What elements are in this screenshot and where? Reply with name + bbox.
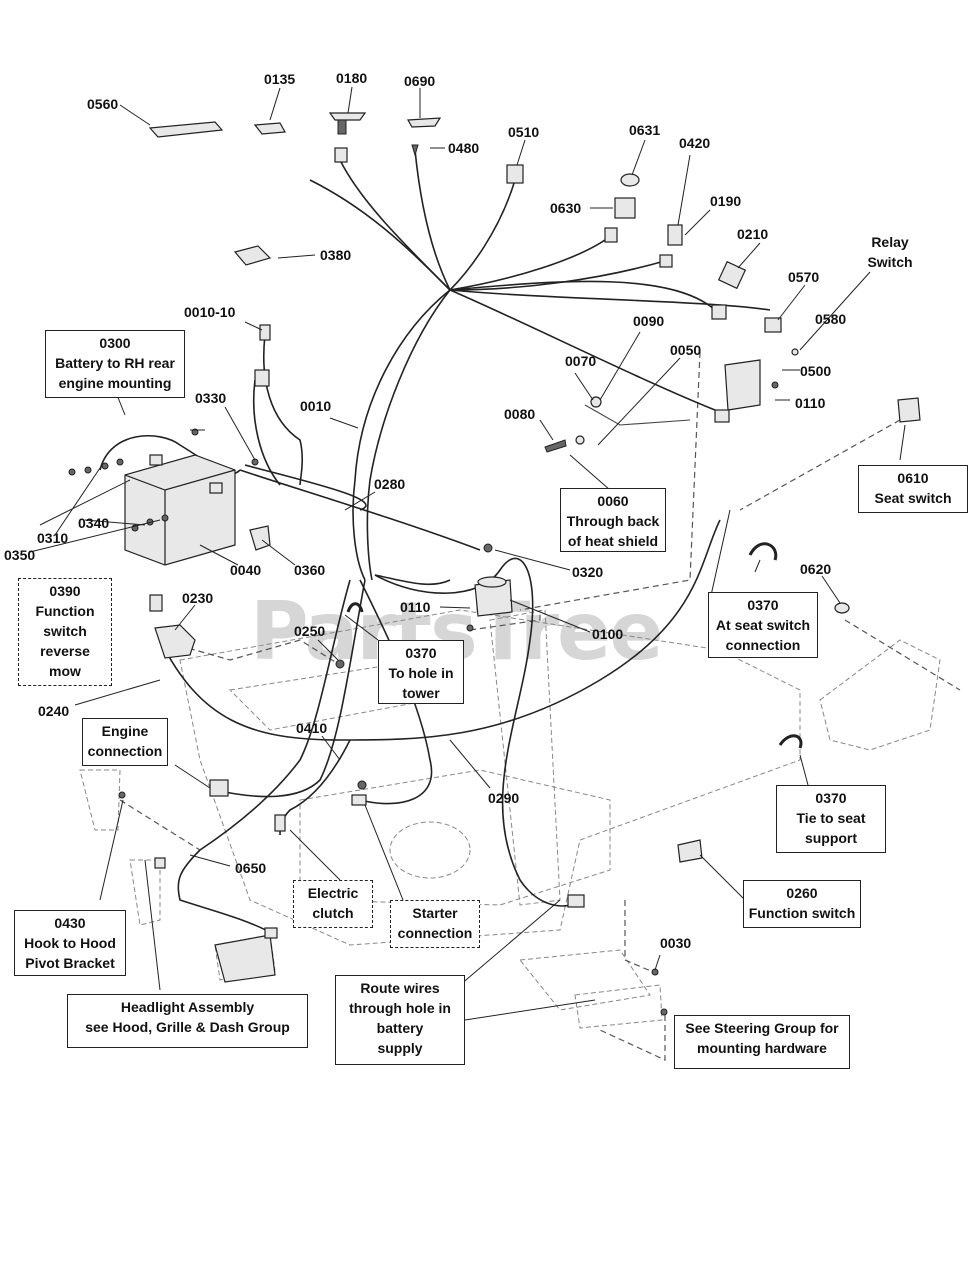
leader-lines (29, 86, 906, 1021)
label-0320: 0320 (572, 564, 603, 580)
callout-electric-clutch: Electric clutch (293, 880, 373, 928)
part-0260 (677, 839, 703, 863)
label-0210: 0210 (737, 226, 768, 242)
part-0210 (717, 260, 747, 290)
components (68, 112, 921, 1016)
label-0190: 0190 (710, 193, 741, 209)
part-0180 (328, 112, 367, 121)
label-0570: 0570 (788, 269, 819, 285)
part-0560 (148, 121, 224, 138)
label-0080: 0080 (504, 406, 535, 422)
part-0630 (614, 197, 636, 219)
label-0480: 0480 (448, 140, 479, 156)
callout-function-switch: 0260 Function switch (743, 880, 861, 928)
callout-heat-shield: 0060 Through back of heat shield (560, 488, 666, 552)
headlight (214, 934, 276, 983)
callout-seat-switch: 0610 Seat switch (858, 465, 968, 513)
label-0650: 0650 (235, 860, 266, 876)
part-0500 (724, 359, 761, 411)
callout-at-seat: 0370 At seat switch connection (708, 592, 818, 658)
label-0110-top: 0110 (795, 395, 826, 411)
part-0620 (834, 602, 850, 614)
relay-switch-label: Relay Switch (867, 234, 913, 270)
label-0240: 0240 (38, 703, 69, 719)
label-0180: 0180 (336, 70, 367, 86)
callout-route-wires: Route wires through hole in battery supp… (335, 975, 465, 1065)
callout-engine-conn: Engine connection (82, 718, 168, 766)
label-0040: 0040 (230, 562, 261, 578)
part-0420 (667, 224, 683, 246)
label-0340: 0340 (78, 515, 109, 531)
callout-function-reverse: 0390 Function switch reverse mow (18, 578, 112, 686)
label-0410: 0410 (296, 720, 327, 736)
label-0620: 0620 (800, 561, 831, 577)
battery-0040 (124, 454, 236, 566)
part-0690 (407, 117, 442, 128)
part-0510 (506, 164, 524, 184)
label-0070: 0070 (565, 353, 596, 369)
part-0360 (249, 525, 271, 551)
label-0290: 0290 (488, 790, 519, 806)
part-0010-10 (259, 324, 271, 341)
part-numbers: 0135 0180 0690 0560 0480 0510 0631 0420 … (4, 70, 846, 951)
label-0360: 0360 (294, 562, 325, 578)
label-0420: 0420 (679, 135, 710, 151)
label-0135: 0135 (264, 71, 295, 87)
label-0250: 0250 (294, 623, 325, 639)
label-0690: 0690 (404, 73, 435, 89)
label-0310: 0310 (37, 530, 68, 546)
callout-hole-tower: 0370 To hole in tower (378, 640, 464, 704)
label-0560: 0560 (87, 96, 118, 112)
label-0630: 0630 (550, 200, 581, 216)
callout-starter-conn: Starter connection (390, 900, 480, 948)
label-0380: 0380 (320, 247, 351, 263)
harness-wires (99, 149, 771, 936)
part-0610 (897, 397, 921, 423)
label-0100: 0100 (592, 626, 623, 642)
part-0135 (253, 122, 286, 135)
callout-tie-seat: 0370 Tie to seat support (776, 785, 886, 853)
label-0580: 0580 (815, 311, 846, 327)
part-0570 (764, 317, 782, 333)
label-0010: 0010 (300, 398, 331, 414)
label-0230: 0230 (182, 590, 213, 606)
label-0631: 0631 (629, 122, 660, 138)
part-0230 (154, 624, 196, 659)
label-0050: 0050 (670, 342, 701, 358)
callout-hook-hood: 0430 Hook to Hood Pivot Bracket (14, 910, 126, 976)
dashed-guides (119, 351, 961, 1061)
callout-headlight: Headlight Assembly see Hood, Grille & Da… (67, 994, 308, 1048)
part-0380 (233, 245, 272, 266)
label-0350: 0350 (4, 547, 35, 563)
label-0330: 0330 (195, 390, 226, 406)
label-0280: 0280 (374, 476, 405, 492)
label-0090: 0090 (633, 313, 664, 329)
label-0110-mid: 0110 (400, 599, 431, 615)
callout-battery-rh: 0300 Battery to RH rear engine mounting (45, 330, 185, 398)
callout-steering: See Steering Group for mounting hardware (674, 1015, 850, 1069)
label-0510: 0510 (508, 124, 539, 140)
label-0030: 0030 (660, 935, 691, 951)
part-0631 (620, 173, 640, 187)
label-0010-10: 0010-10 (184, 304, 236, 320)
label-0500: 0500 (800, 363, 831, 379)
